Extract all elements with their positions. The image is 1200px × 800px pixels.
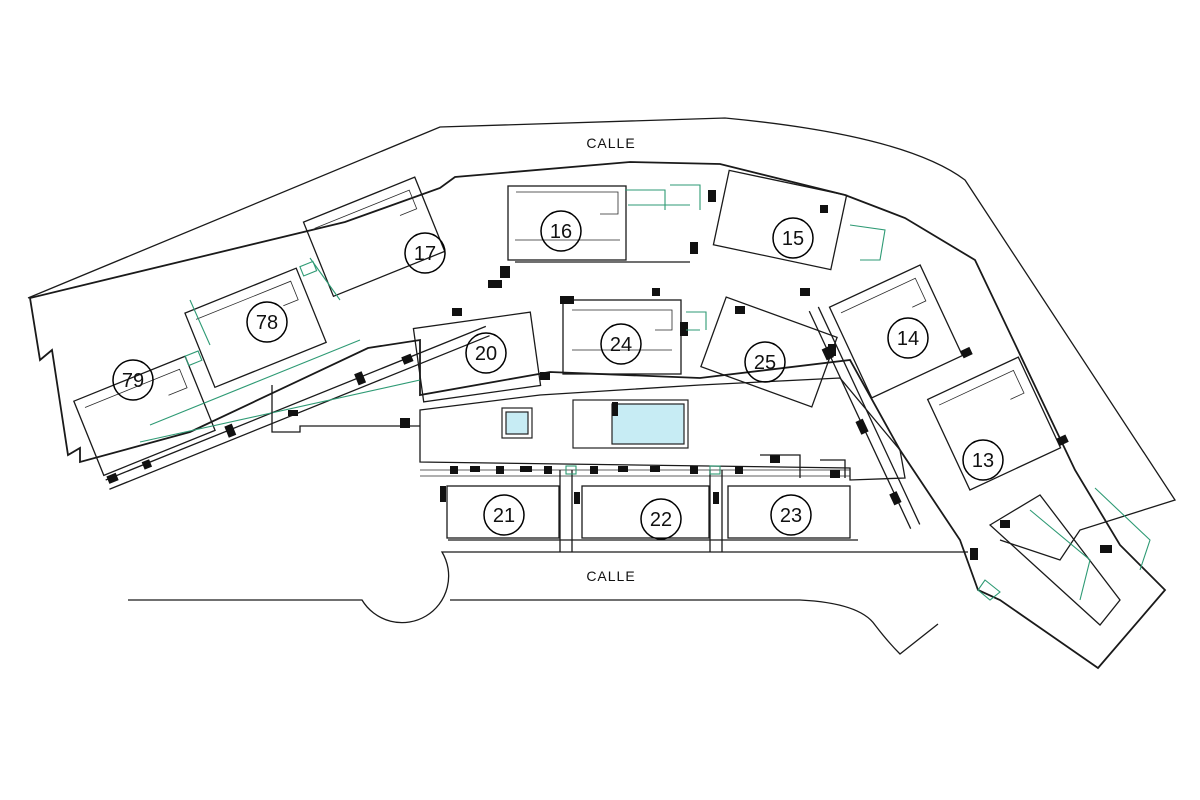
unit-16-label: 16 (550, 221, 572, 243)
unit-24-label: 24 (610, 334, 632, 356)
unit-22-label: 22 (650, 509, 672, 531)
middle-units (412, 296, 838, 408)
unit-25: 25 (744, 341, 786, 383)
upper-units (488, 169, 886, 296)
unit-16: 16 (540, 210, 582, 252)
pool (572, 399, 689, 449)
green-lines-left (139, 257, 421, 443)
unit-22: 22 (640, 498, 682, 540)
unit-17-label: 17 (414, 243, 436, 265)
unit-20-label: 20 (475, 343, 497, 365)
unit-21: 21 (483, 494, 525, 536)
unit-23: 23 (770, 494, 812, 536)
right-wing (808, 264, 1069, 529)
unit-14: 14 (887, 317, 929, 359)
unit-15: 15 (772, 217, 814, 259)
unit-15-label: 15 (782, 228, 804, 250)
pool-water (611, 403, 685, 445)
courtyard-outline (419, 377, 906, 481)
lower-street-curve (450, 599, 939, 655)
left-wing (72, 176, 490, 490)
unit-21-label: 21 (493, 505, 515, 527)
unit-20: 20 (465, 332, 507, 374)
unit-78-label: 78 (256, 312, 278, 334)
far-right-wing (970, 487, 1151, 626)
unit-79: 79 (112, 359, 154, 401)
unit-13-label: 13 (972, 450, 994, 472)
unit-17: 17 (404, 232, 446, 274)
unit-25-label: 25 (754, 352, 776, 374)
lower-street-edge (128, 551, 968, 624)
unit-14-label: 14 (897, 328, 919, 350)
small-pool (501, 407, 533, 439)
unit-24: 24 (600, 323, 642, 365)
street-label-lower: CALLE (586, 568, 635, 584)
unit-23-label: 23 (780, 505, 802, 527)
unit-78: 78 (246, 301, 288, 343)
unit-13: 13 (962, 439, 1004, 481)
unit-79-label: 79 (122, 370, 144, 392)
upper-street-edge (27, 117, 1177, 561)
street-label-upper: CALLE (586, 135, 635, 151)
building-outline (28, 161, 1167, 670)
lower-units (420, 454, 858, 552)
entry-path (271, 385, 420, 433)
